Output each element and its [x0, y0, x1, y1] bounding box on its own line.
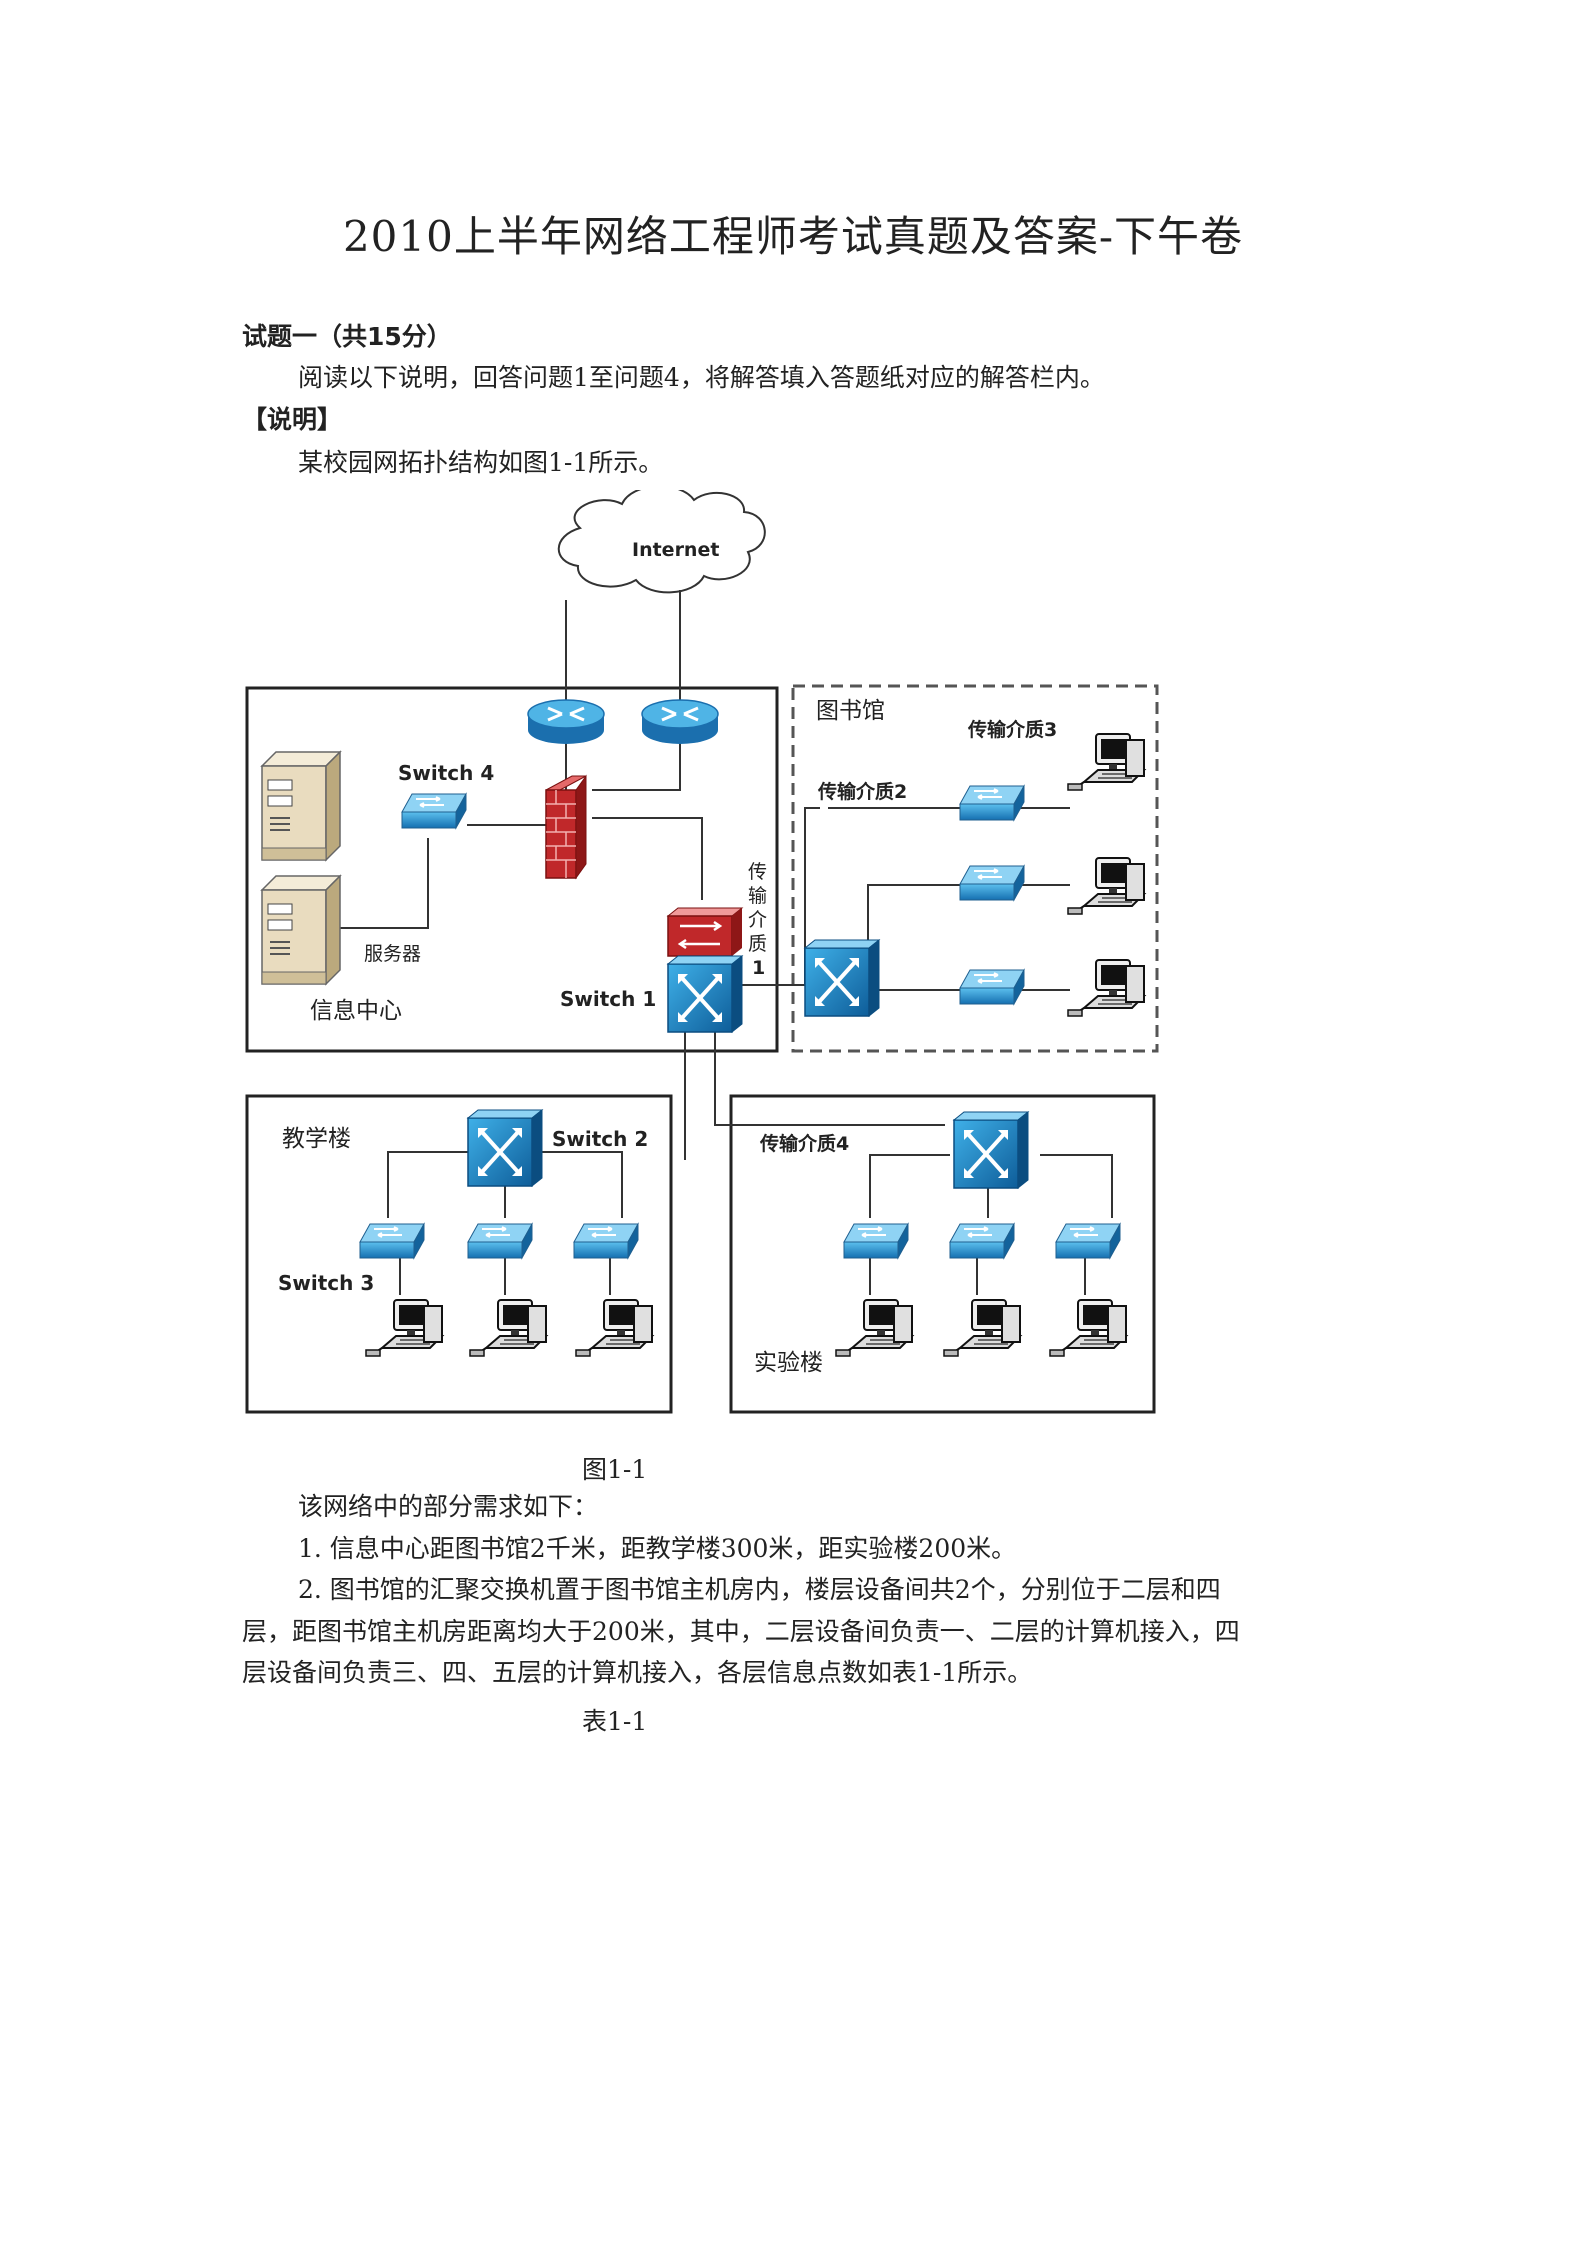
computer-icon [469, 1299, 547, 1357]
svg-text:质: 质 [748, 933, 767, 955]
section-label: 【说明】 [242, 405, 343, 434]
switch4-icon [401, 793, 467, 829]
switch1-icon [666, 907, 744, 1034]
table-caption: 表1-1 [582, 1707, 648, 1736]
router-icon [640, 698, 720, 746]
svg-text:输: 输 [748, 885, 767, 907]
computer-icon [1067, 959, 1145, 1017]
internet-cloud-icon: Internet [557, 490, 766, 594]
info-center-label: 信息中心 [310, 998, 402, 1024]
library-floor-switch-icon [959, 969, 1025, 1005]
switch4-label: Switch 4 [398, 761, 494, 785]
access-switch-icon [359, 1223, 425, 1259]
computer-icon [365, 1299, 443, 1357]
computer-icon [1067, 733, 1145, 791]
lab-core-switch-icon [952, 1110, 1030, 1190]
server-icon [261, 751, 341, 861]
server-icon [261, 875, 341, 985]
server-label: 服务器 [364, 943, 421, 965]
svg-text:1: 1 [752, 957, 765, 979]
library-box [791, 684, 1159, 1053]
svg-text:传: 传 [748, 861, 767, 883]
library-core-switch-icon [803, 938, 881, 1018]
teaching-building-label: 教学楼 [282, 1126, 351, 1152]
requirement-2-line-1: 2. 图书馆的汇聚交换机置于图书馆主机房内，楼层设备间共2个，分别位于二层和四 [298, 1575, 1221, 1604]
computer-icon [575, 1299, 653, 1357]
lab-building-box [729, 1094, 1156, 1414]
computer-icon [835, 1299, 913, 1357]
computer-icon [1067, 857, 1145, 915]
requirements-intro: 该网络中的部分需求如下： [298, 1492, 599, 1521]
requirement-1: 1. 信息中心距图书馆2千米，距教学楼300米，距实验楼200米。 [298, 1534, 1017, 1563]
figure-caption: 图1-1 [582, 1455, 648, 1484]
question-heading: 试题一（共15分） [242, 322, 452, 351]
medium2-label: 传输介质2 [817, 780, 907, 803]
medium1-label: 传 输 介 质 1 [748, 861, 767, 979]
access-switch-icon [467, 1223, 533, 1259]
switch2-icon [466, 1108, 544, 1188]
access-switch-icon [949, 1223, 1015, 1259]
switch3-label: Switch 3 [278, 1271, 374, 1295]
library-floor-switch-icon [959, 785, 1025, 821]
medium4-label: 传输介质4 [759, 1132, 849, 1155]
lab-building-label: 实验楼 [754, 1350, 823, 1376]
topology-sentence: 某校园网拓扑结构如图1-1所示。 [298, 448, 664, 477]
teaching-building-box [245, 1094, 673, 1414]
computer-icon [943, 1299, 1021, 1357]
network-links [340, 590, 1113, 1295]
info-center-box [245, 686, 779, 1053]
intro-text: 阅读以下说明，回答问题1至问题4，将解答填入答题纸对应的解答栏内。 [298, 363, 1105, 392]
access-switch-icon [1055, 1223, 1121, 1259]
access-switch-icon [573, 1223, 639, 1259]
network-topology-diagram: Internet [245, 490, 1159, 1414]
computer-icon [1049, 1299, 1127, 1357]
library-floor-switch-icon [959, 865, 1025, 901]
requirement-2-line-3: 层设备间负责三、四、五层的计算机接入，各层信息点数如表1-1所示。 [242, 1658, 1033, 1687]
library-label: 图书馆 [816, 698, 885, 724]
medium3-label: 传输介质3 [967, 718, 1057, 741]
firewall-icon [545, 774, 587, 880]
page-title: 2010上半年网络工程师考试真题及答案-下午卷 [342, 212, 1244, 261]
switch1-label: Switch 1 [560, 987, 656, 1011]
requirement-2-line-2: 层，距图书馆主机房距离均大于200米，其中，二层设备间负责一、二层的计算机接入，… [242, 1617, 1240, 1646]
access-switch-icon [843, 1223, 909, 1259]
router-icon [526, 698, 606, 746]
internet-label: Internet [632, 539, 719, 561]
switch2-label: Switch 2 [552, 1127, 648, 1151]
svg-text:介: 介 [748, 909, 767, 931]
